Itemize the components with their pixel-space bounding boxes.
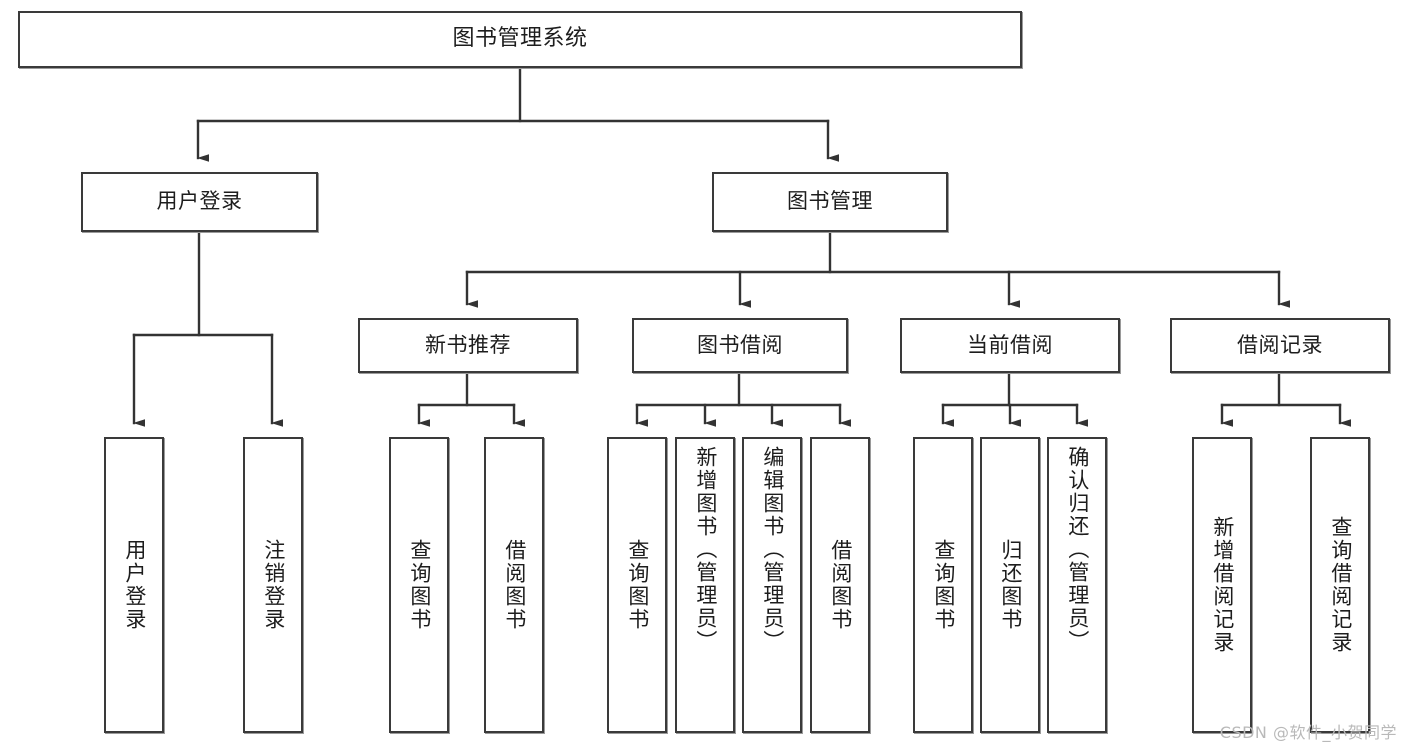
node-label: 图书借阅: [697, 332, 783, 357]
node-label: 借阅图书: [828, 539, 853, 631]
node-label: 借阅图书: [502, 539, 527, 631]
node-root-system[interactable]: 图书管理系统: [18, 11, 1022, 68]
leaf-query-borrow-record[interactable]: 查询借阅记录: [1310, 437, 1370, 733]
node-label: 确认归还（管理员）: [1065, 446, 1090, 653]
node-user-login[interactable]: 用户登录: [81, 172, 318, 232]
node-borrow-record[interactable]: 借阅记录: [1170, 318, 1390, 373]
leaf-borrow-book[interactable]: 借阅图书: [810, 437, 870, 733]
leaf-borrow-book-newbook[interactable]: 借阅图书: [484, 437, 544, 733]
leaf-add-book-admin[interactable]: 新增图书（管理员）: [675, 437, 735, 733]
leaf-query-book-borrow[interactable]: 查询图书: [607, 437, 667, 733]
node-current-borrow[interactable]: 当前借阅: [900, 318, 1120, 373]
node-label: 查询图书: [931, 539, 956, 631]
node-label: 归还图书: [998, 539, 1023, 631]
node-label: 当前借阅: [967, 332, 1053, 357]
node-label: 借阅记录: [1237, 332, 1323, 357]
leaf-query-book-newbook[interactable]: 查询图书: [389, 437, 449, 733]
node-label: 图书管理: [787, 189, 873, 214]
node-label: 查询图书: [625, 539, 650, 631]
node-label: 图书管理系统: [452, 26, 588, 52]
leaf-logout[interactable]: 注销登录: [243, 437, 303, 733]
leaf-query-book-current[interactable]: 查询图书: [913, 437, 973, 733]
node-label: 新增借阅记录: [1210, 516, 1235, 654]
node-label: 用户登录: [122, 539, 147, 631]
node-label: 新增图书（管理员）: [693, 446, 718, 653]
node-book-borrow[interactable]: 图书借阅: [632, 318, 848, 373]
leaf-user-login[interactable]: 用户登录: [104, 437, 164, 733]
node-label: 查询图书: [407, 539, 432, 631]
node-book-management[interactable]: 图书管理: [712, 172, 948, 232]
leaf-edit-book-admin[interactable]: 编辑图书（管理员）: [742, 437, 802, 733]
node-label: 查询借阅记录: [1328, 516, 1353, 654]
leaf-confirm-return-admin[interactable]: 确认归还（管理员）: [1047, 437, 1107, 733]
node-new-book-recommend[interactable]: 新书推荐: [358, 318, 578, 373]
node-label: 用户登录: [156, 189, 243, 214]
leaf-return-book[interactable]: 归还图书: [980, 437, 1040, 733]
node-label: 注销登录: [261, 539, 286, 631]
leaf-add-borrow-record[interactable]: 新增借阅记录: [1192, 437, 1252, 733]
node-label: 编辑图书（管理员）: [760, 446, 785, 653]
node-label: 新书推荐: [425, 332, 511, 357]
